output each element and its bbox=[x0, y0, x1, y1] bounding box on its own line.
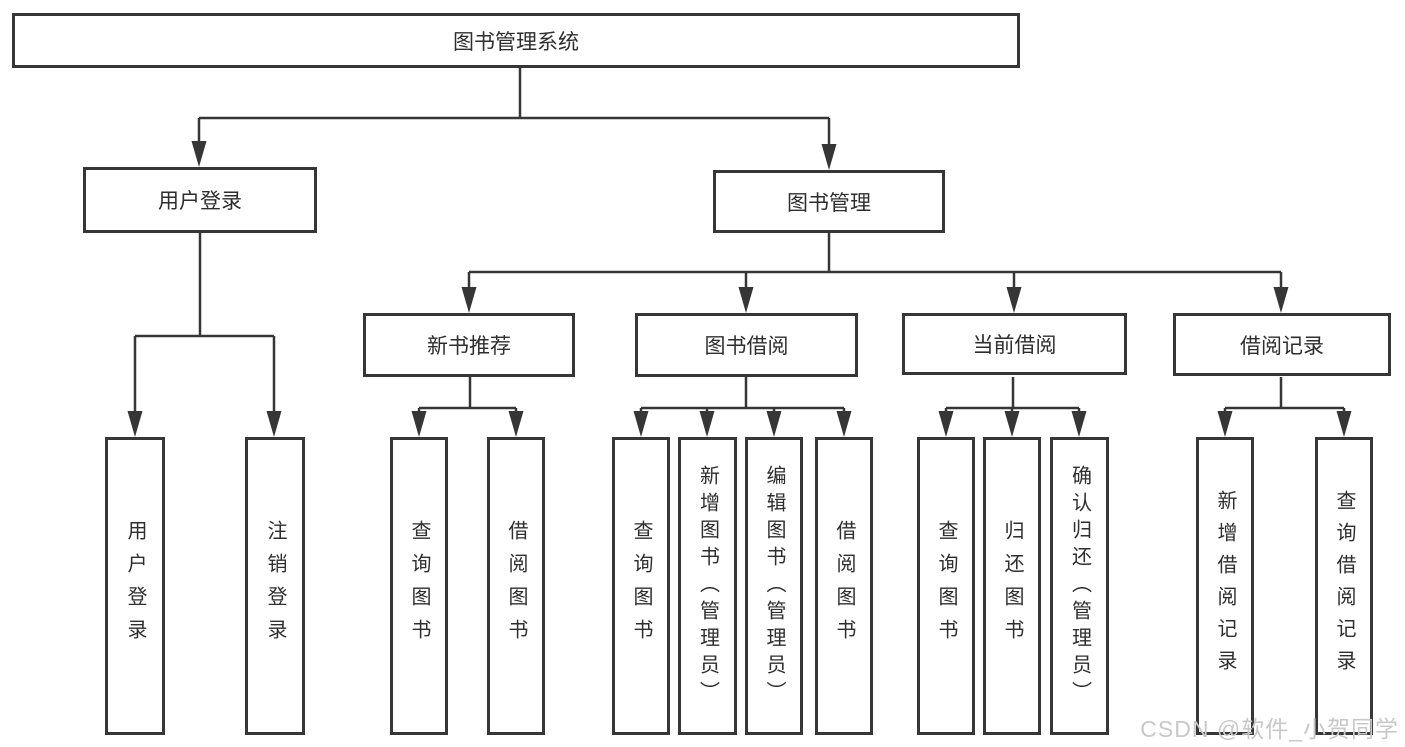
node-borrow-records: 借阅记录 bbox=[1173, 313, 1391, 376]
leaf-edit-books-admin: 编辑图书（管理员） bbox=[745, 437, 803, 735]
arrow-down-icon bbox=[1004, 411, 1020, 437]
node-book-management-label: 图书管理 bbox=[787, 191, 871, 215]
arrow-down-icon bbox=[938, 411, 954, 437]
connector-book-borrow-branch bbox=[639, 377, 846, 415]
connector-arrowheads bbox=[127, 141, 1352, 437]
leaf-query-books-1: 查询图书 bbox=[390, 437, 448, 735]
leaf-query-books-2-label: 查询图书 bbox=[630, 520, 652, 652]
leaf-add-books-admin: 新增图书（管理员） bbox=[678, 437, 737, 735]
leaf-logout-label: 注销登录 bbox=[264, 520, 286, 652]
node-user-login: 用户登录 bbox=[83, 167, 317, 233]
leaf-query-books-1-label: 查询图书 bbox=[408, 520, 430, 652]
connector-level2-rail bbox=[197, 116, 831, 148]
node-root-label: 图书管理系统 bbox=[453, 30, 579, 54]
node-book-borrowing: 图书借阅 bbox=[635, 313, 858, 377]
node-root: 图书管理系统 bbox=[12, 13, 1020, 68]
leaf-edit-books-admin-label: 编辑图书（管理员） bbox=[763, 464, 785, 708]
connector-level3-rail bbox=[467, 270, 1283, 291]
node-current-borrowing-label: 当前借阅 bbox=[972, 334, 1057, 357]
leaf-user-login-label: 用户登录 bbox=[124, 520, 146, 652]
leaf-confirm-return-admin-label: 确认归还（管理员） bbox=[1068, 464, 1091, 708]
connector-new-books-branch bbox=[417, 377, 518, 415]
leaf-borrow-books-1: 借阅图书 bbox=[487, 437, 545, 735]
arrow-down-icon bbox=[411, 411, 427, 437]
leaf-return-books: 归还图书 bbox=[983, 437, 1041, 735]
arrow-down-icon bbox=[461, 287, 477, 313]
arrow-down-icon bbox=[1217, 411, 1233, 437]
leaf-query-borrow-record: 查询借阅记录 bbox=[1315, 437, 1373, 735]
leaf-borrow-books-1-label: 借阅图书 bbox=[505, 520, 527, 652]
leaf-user-login: 用户登录 bbox=[105, 437, 165, 735]
node-user-login-label: 用户登录 bbox=[158, 190, 242, 213]
node-borrow-records-label: 借阅记录 bbox=[1240, 334, 1324, 358]
leaf-borrow-books-2-label: 借阅图书 bbox=[833, 520, 855, 652]
leaf-confirm-return-admin: 确认归还（管理员） bbox=[1050, 437, 1109, 735]
leaf-return-books-label: 归还图书 bbox=[1001, 520, 1023, 652]
node-current-borrowing: 当前借阅 bbox=[902, 313, 1127, 375]
arrow-down-icon bbox=[1336, 411, 1352, 437]
leaf-query-books-3-label: 查询图书 bbox=[935, 520, 957, 652]
arrow-down-icon bbox=[821, 144, 837, 170]
leaf-borrow-books-2: 借阅图书 bbox=[815, 437, 873, 735]
leaf-query-books-2: 查询图书 bbox=[612, 437, 670, 735]
arrow-down-icon bbox=[836, 411, 852, 437]
leaf-query-borrow-record-label: 查询借阅记录 bbox=[1333, 490, 1355, 682]
arrow-down-icon bbox=[738, 287, 754, 313]
arrow-down-icon bbox=[508, 411, 524, 437]
node-new-book-recommend-label: 新书推荐 bbox=[427, 335, 511, 358]
connector-user-login-branch bbox=[133, 233, 276, 415]
arrow-down-icon bbox=[127, 411, 143, 437]
leaf-add-books-admin-label: 新增图书（管理员） bbox=[696, 464, 719, 708]
arrow-down-icon bbox=[699, 411, 715, 437]
leaf-query-books-3: 查询图书 bbox=[917, 437, 975, 735]
arrow-down-icon bbox=[191, 141, 207, 167]
leaf-add-borrow-record: 新增借阅记录 bbox=[1196, 437, 1254, 735]
arrow-down-icon bbox=[766, 411, 782, 437]
connector-borrow-records-branch bbox=[1223, 377, 1346, 415]
leaf-add-borrow-record-label: 新增借阅记录 bbox=[1214, 490, 1236, 682]
arrow-down-icon bbox=[1071, 411, 1087, 437]
arrow-down-icon bbox=[1273, 287, 1289, 313]
leaf-logout: 注销登录 bbox=[245, 437, 305, 735]
node-new-book-recommend: 新书推荐 bbox=[363, 313, 575, 377]
connector-current-borrow-branch bbox=[944, 377, 1081, 415]
arrow-down-icon bbox=[266, 411, 282, 437]
arrow-down-icon bbox=[633, 411, 649, 437]
node-book-borrowing-label: 图书借阅 bbox=[704, 335, 789, 358]
arrow-down-icon bbox=[1006, 287, 1022, 313]
node-book-management: 图书管理 bbox=[713, 170, 945, 233]
